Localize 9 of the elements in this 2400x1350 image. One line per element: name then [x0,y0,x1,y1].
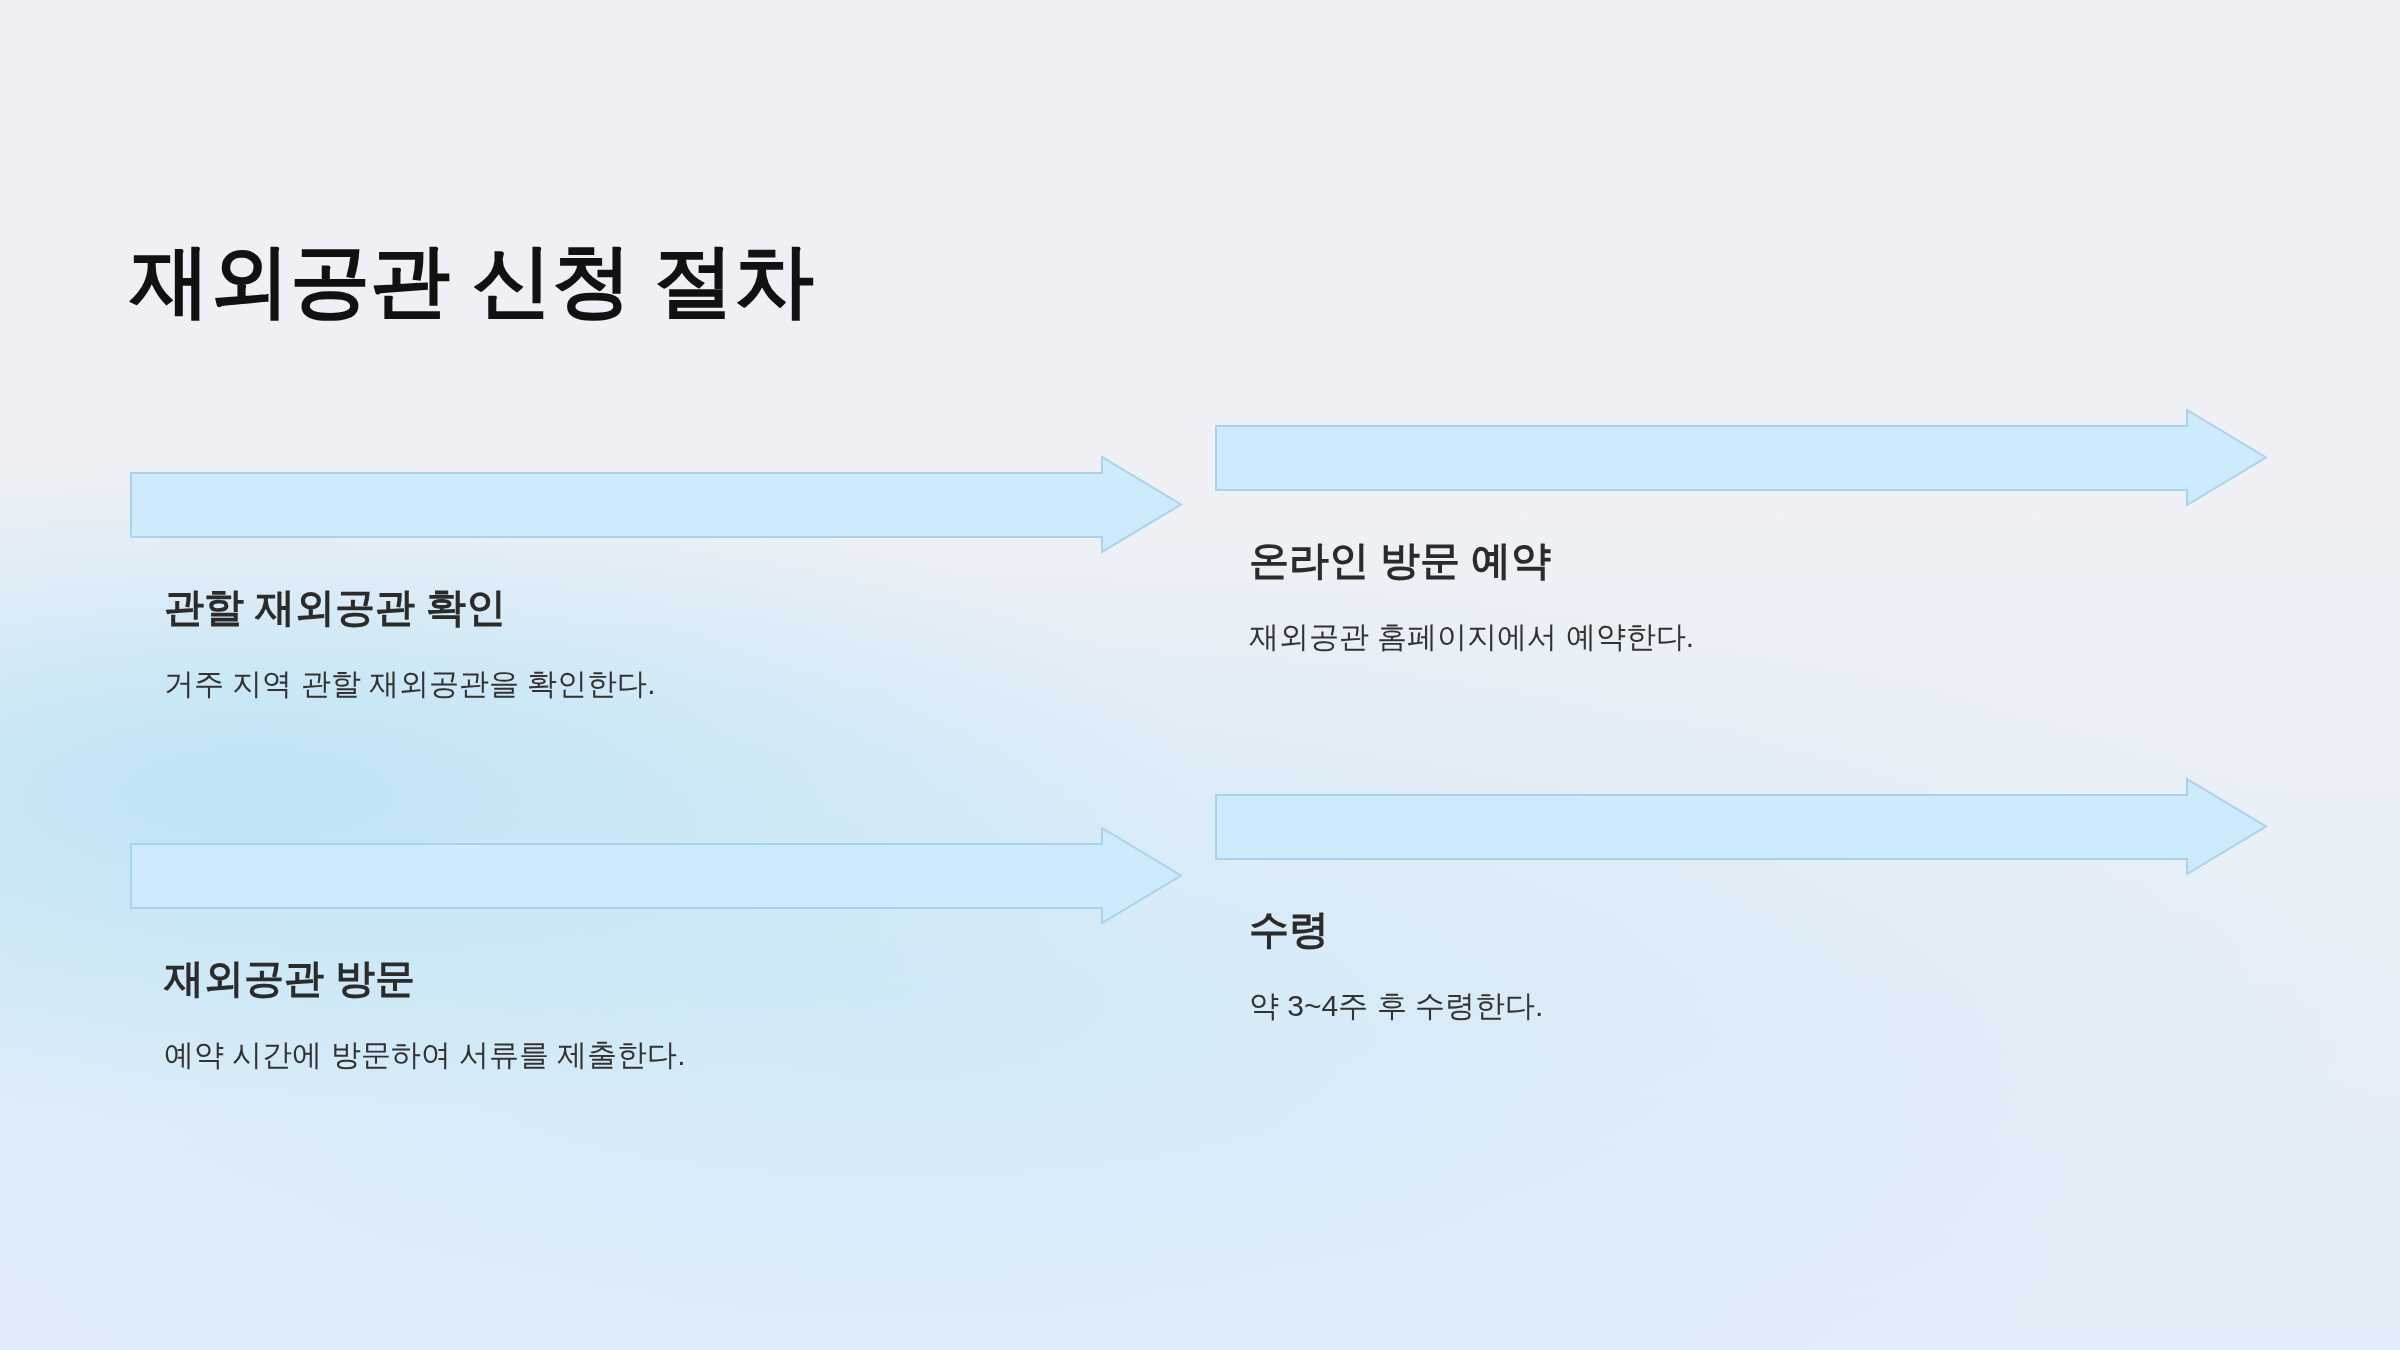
title: 재외공관 신청 절차 [130,235,815,327]
step-description: 예약 시간에 방문하여 서류를 제출한다. [164,1037,686,1073]
step-description: 약 3~4주 후 수령한다. [1249,988,1544,1024]
step-heading: 수령 [1249,906,1329,953]
step-description: 재외공관 홈페이지에서 예약한다. [1249,619,1694,655]
step-description: 거주 지역 관할 재외공관을 확인한다. [164,666,656,702]
step-heading: 온라인 방문 예약 [1249,537,1552,584]
step-heading: 관할 재외공관 확인 [164,584,507,631]
step-heading: 재외공관 방문 [164,955,416,1002]
